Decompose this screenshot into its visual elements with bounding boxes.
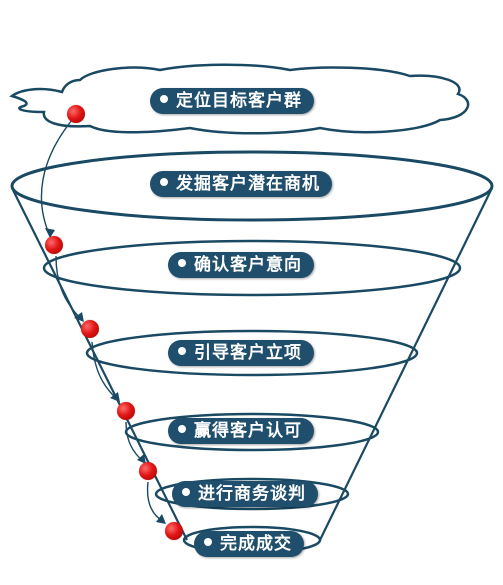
progress-ball-1 <box>67 105 85 123</box>
funnel-right-side <box>319 187 493 541</box>
stage-text: 赢得客户认可 <box>194 421 302 441</box>
bullet-icon <box>178 425 186 433</box>
stage-label-5: 赢得客户认可 <box>168 418 314 444</box>
funnel-ring-5 <box>154 477 350 511</box>
progress-ball-6 <box>165 522 183 540</box>
stage-label-1: 定位目标客户群 <box>150 88 314 114</box>
progress-ball-5 <box>139 462 157 480</box>
arrowhead-5 <box>156 514 166 524</box>
bullet-icon <box>182 488 190 496</box>
stage-text: 定位目标客户群 <box>176 91 302 111</box>
stage-text: 引导客户立项 <box>194 343 302 363</box>
stage-label-7: 完成成交 <box>194 531 304 557</box>
stage-text: 确认客户意向 <box>194 255 302 275</box>
funnel-ring-4 <box>124 412 380 452</box>
stage-text: 发掘客户潜在商机 <box>176 174 320 194</box>
funnel-ring-3 <box>85 329 419 377</box>
flow-arrow-1 <box>40 119 73 237</box>
stage-label-4: 引导客户立项 <box>168 340 314 366</box>
flow-arrow-3 <box>91 341 119 401</box>
stage-text: 完成成交 <box>220 534 292 554</box>
bullet-icon <box>160 178 168 186</box>
arrowhead-4 <box>137 454 146 464</box>
arrowhead-2 <box>74 312 84 322</box>
arrowhead-1 <box>45 228 55 238</box>
stage-label-2: 发掘客户潜在商机 <box>150 171 332 197</box>
funnel-ring-1 <box>10 150 494 222</box>
bullet-icon <box>160 95 168 103</box>
stage-text: 进行商务谈判 <box>198 484 306 504</box>
progress-ball-4 <box>117 402 135 420</box>
funnel-ring-2 <box>42 239 462 297</box>
bullet-icon <box>204 538 212 546</box>
bullet-icon <box>178 259 186 267</box>
bullet-icon <box>178 347 186 355</box>
flow-arrow-2 <box>55 255 83 321</box>
progress-ball-3 <box>81 320 99 338</box>
funnel-left-side <box>11 187 188 541</box>
flow-arrowheads <box>45 228 166 524</box>
stage-label-3: 确认客户意向 <box>168 252 314 278</box>
stage-label-6: 进行商务谈判 <box>172 481 318 507</box>
progress-ball-2 <box>45 236 63 254</box>
arrowhead-3 <box>110 392 120 402</box>
